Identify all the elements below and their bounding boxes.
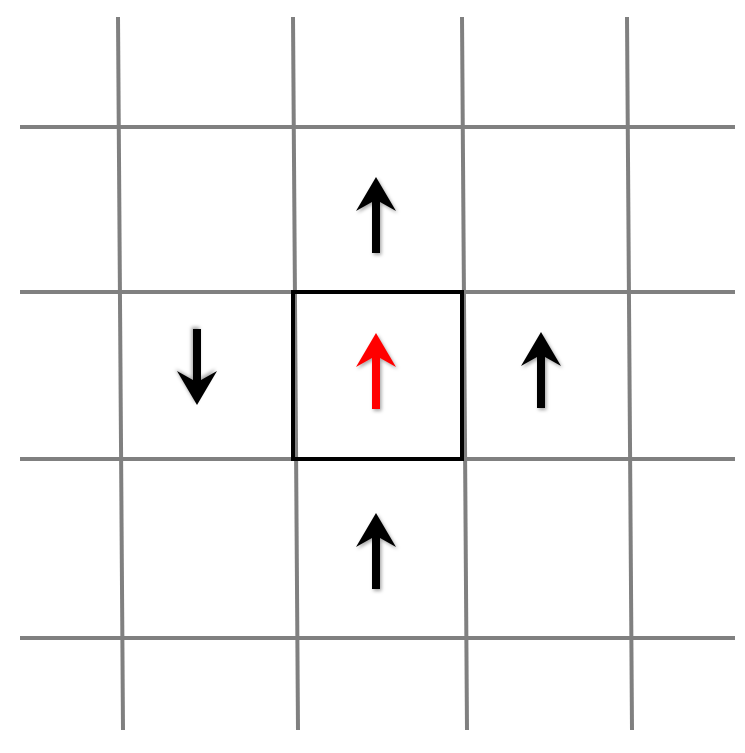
spin-arrow-left-down-icon <box>177 329 217 405</box>
spin-arrow-right-up-icon <box>521 332 561 408</box>
spin-arrow-bottom-up-icon <box>356 513 396 589</box>
grid-line-vertical <box>625 16 634 731</box>
spin-arrow-top-up-icon <box>356 177 396 253</box>
center-site-highlight <box>291 290 464 461</box>
grid-line-vertical <box>460 16 469 731</box>
spin-arrows <box>177 177 561 589</box>
grid-line-vertical <box>116 16 125 731</box>
spin-arrow-center-up-icon <box>356 333 396 409</box>
grid-line-vertical <box>291 16 300 731</box>
